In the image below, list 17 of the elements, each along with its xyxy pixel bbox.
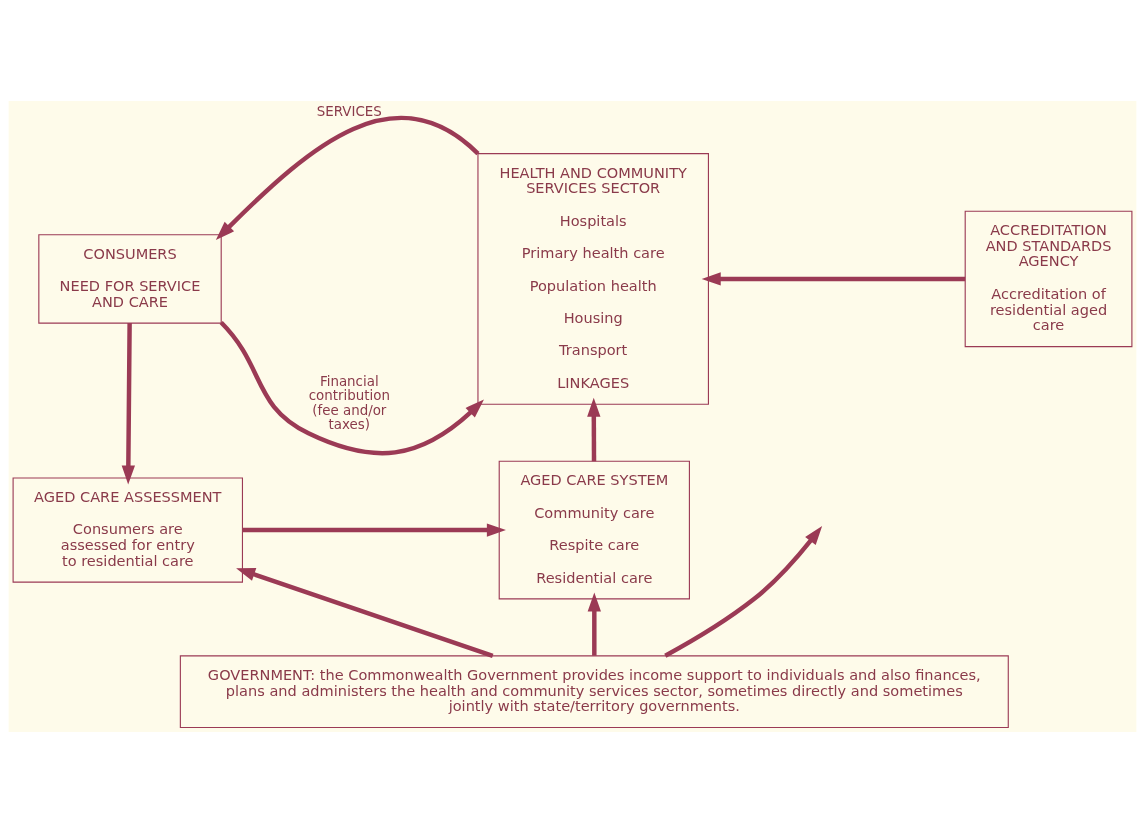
arrow xyxy=(242,522,506,537)
edge-label: SERVICES xyxy=(316,103,382,119)
node-box: HEALTH AND COMMUNITY SERVICES SECTOR Hospitals Primary health care Population health Housing Transport LINKAGES xyxy=(477,152,709,405)
node-box: AGED CARE SYSTEM Community care Respite care Residential care xyxy=(498,460,690,599)
arrow xyxy=(701,271,966,286)
arrow xyxy=(664,525,823,658)
arrow xyxy=(587,592,601,656)
node-box: GOVERNMENT: the Commonwealth Government provides income support to individuals and also finances, plans and administers the health and community services sector, sometimes directly and sometimes jointly with state/territory governments. xyxy=(179,654,1009,728)
arrow xyxy=(236,567,494,658)
node-box: CONSUMERS NEED FOR SERVICE AND CARE xyxy=(38,233,222,324)
edge-label: Financial contribution (fee and/or taxes) xyxy=(308,373,390,432)
arrow xyxy=(215,115,480,240)
node-box: AGED CARE ASSESSMENT Consumers are assessed for entry to residential care xyxy=(12,476,243,583)
arrow xyxy=(587,397,601,461)
arrow xyxy=(219,320,484,455)
arrow xyxy=(121,322,136,485)
node-box: ACCREDITATION AND STANDARDS AGENCY Accreditation of residential aged care xyxy=(964,210,1133,347)
